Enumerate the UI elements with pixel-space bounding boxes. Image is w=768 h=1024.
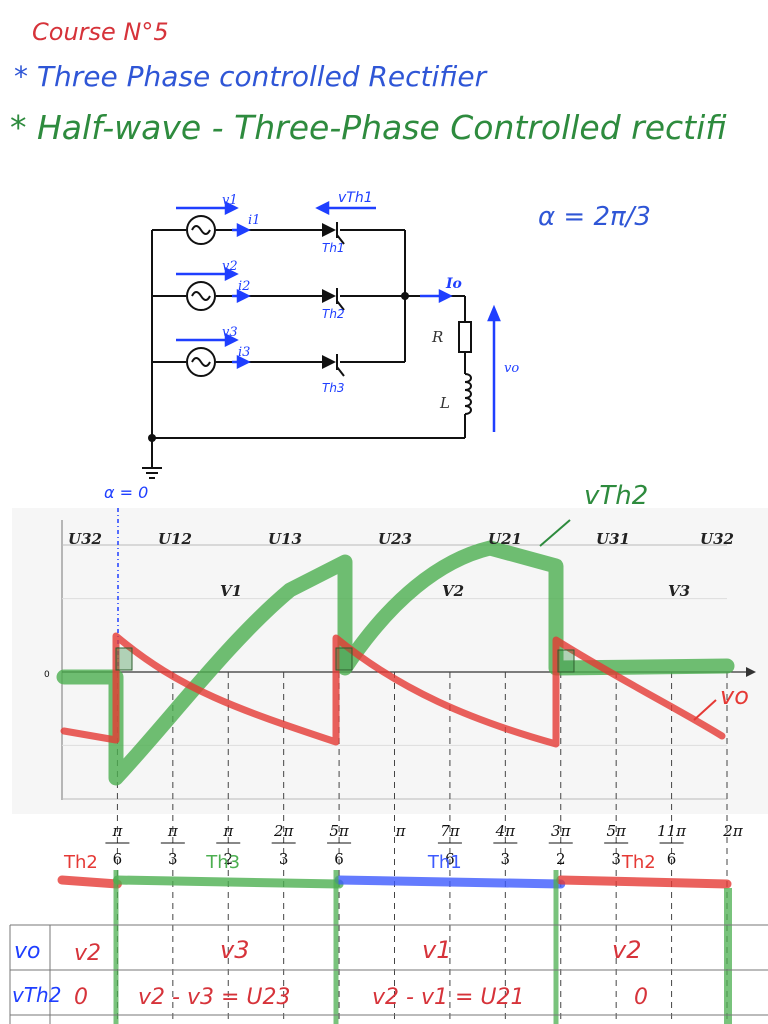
firing-hatch-marker <box>335 647 353 671</box>
i2-label: i2 <box>238 279 250 294</box>
course-title: Course N°5 <box>32 18 169 46</box>
thyristor-1-icon <box>322 222 345 245</box>
table-cell: v2 - v1 = U21 <box>372 985 524 1010</box>
line-voltage-label: U31 <box>596 530 630 548</box>
vo-waveform <box>60 632 726 748</box>
x-tick-label: π <box>111 822 123 840</box>
heading-half-wave-three-phase: * Half-wave - Three-Phase Controlled rec… <box>10 108 727 147</box>
ac-source-2-icon <box>186 281 216 311</box>
x-tick-label-den: 2 <box>223 850 233 868</box>
conduction-segment <box>112 875 344 889</box>
conduction-label: Th1 <box>427 852 462 873</box>
inductor-label: L <box>439 394 450 412</box>
x-tick-label: 11π <box>657 822 687 840</box>
phase-voltage-label: V3 <box>668 582 690 600</box>
x-tick-label-den: 6 <box>113 850 123 868</box>
x-tick-label-den: 6 <box>445 850 455 868</box>
x-tick-label-den: 3 <box>168 850 178 868</box>
v3-label: v3 <box>222 325 238 340</box>
table-cell: v2 <box>74 941 101 966</box>
v1-label: v1 <box>222 193 238 208</box>
line-voltage-label: U13 <box>268 530 302 548</box>
x-tick-label-den: 3 <box>611 850 621 868</box>
x-tick-label: π <box>395 822 407 840</box>
line-voltage-label: U32 <box>700 530 734 548</box>
x-tick-label: 7π <box>440 822 461 840</box>
x-tick-label-den: 2 <box>556 850 566 868</box>
table-cell: v2 <box>612 936 641 964</box>
conduction-label: Th3 <box>205 852 240 873</box>
conduction-segment <box>556 875 732 889</box>
phase-voltage-label: V2 <box>442 582 464 600</box>
x-tick-label: 3π <box>551 822 572 840</box>
conduction-label: Th2 <box>621 852 656 873</box>
conduction-segment <box>334 875 566 889</box>
heading-three-phase-controlled-rectifier: * Three Phase controlled Rectifier <box>14 60 487 93</box>
vo-pointer-arrow-icon <box>693 699 717 721</box>
vth2-waveform <box>56 540 735 786</box>
firing-hatch-marker <box>557 649 575 673</box>
th2-label: Th2 <box>322 307 345 321</box>
line-voltage-label: U23 <box>378 530 412 548</box>
x-tick-label: π <box>222 822 234 840</box>
vth1-label: vTh1 <box>338 190 373 206</box>
vo-label: vo <box>504 361 519 376</box>
thyristor-2-icon <box>322 288 345 311</box>
line-voltage-label: U21 <box>488 530 522 548</box>
table-cell: 0 <box>634 985 648 1010</box>
io-label: Io <box>445 276 462 292</box>
conduction-segment <box>57 875 122 889</box>
v2-label: v2 <box>222 259 238 274</box>
alpha-zero-label: α = 0 <box>104 483 148 502</box>
line-voltage-label: U12 <box>158 530 192 548</box>
x-tick-label-den: 3 <box>501 850 511 868</box>
x-tick-label: 5π <box>329 822 350 840</box>
i3-label: i3 <box>238 345 250 360</box>
table-cell: v1 <box>422 936 451 964</box>
thyristor-3-icon <box>322 354 345 377</box>
i1-label: i1 <box>248 213 260 228</box>
table-cell: v2 - v3 = U23 <box>138 985 290 1010</box>
conduction-label: Th2 <box>63 852 98 873</box>
table-head-vth2: vTh2 <box>12 983 61 1007</box>
table-head-vo: vo <box>14 939 40 964</box>
ac-source-3-icon <box>186 347 216 377</box>
x-tick-label-den: 3 <box>279 850 289 868</box>
zero-label: 0 <box>44 670 50 680</box>
vo-series-label: vo <box>720 682 749 710</box>
vth2-pointer-arrow-icon <box>539 519 571 547</box>
firing-hatch-marker <box>115 647 133 671</box>
phase-voltage-label: V1 <box>220 582 242 600</box>
resistor-label: R <box>431 328 443 346</box>
line-voltage-label: U32 <box>68 530 102 548</box>
firing-angle-note: α = 2π/3 <box>538 202 651 232</box>
x-tick-label-den: 6 <box>334 850 344 868</box>
ac-source-1-icon <box>186 215 216 245</box>
x-tick-label: 5π <box>606 822 627 840</box>
x-axis-arrow-icon <box>746 667 756 677</box>
vth2-series-label: vTh2 <box>584 481 648 511</box>
x-tick-label: 2π <box>722 822 744 840</box>
table-cell: v3 <box>220 936 249 964</box>
x-tick-label: π <box>167 822 179 840</box>
th1-label: Th1 <box>322 241 345 255</box>
x-tick-label-den: 6 <box>667 850 677 868</box>
x-tick-label: 2π <box>273 822 295 840</box>
table-cell: 0 <box>74 985 88 1010</box>
th3-label: Th3 <box>322 381 345 395</box>
x-tick-label: 4π <box>495 822 517 840</box>
